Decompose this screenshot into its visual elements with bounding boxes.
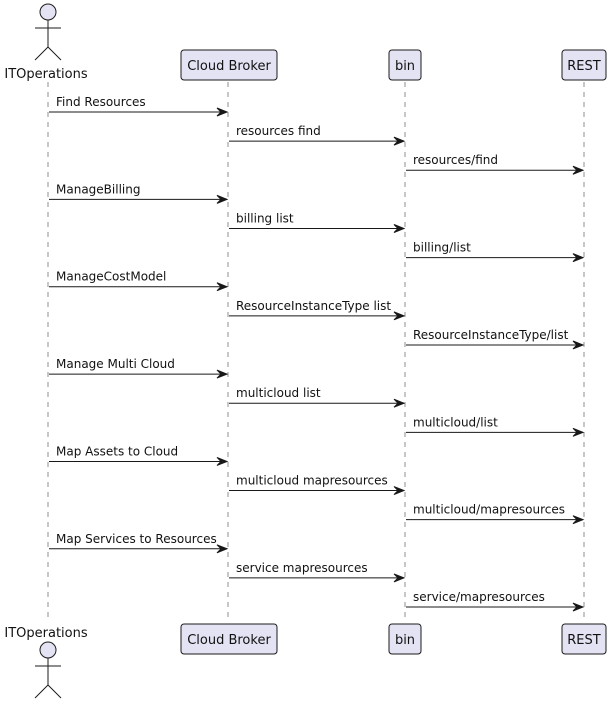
message-1: Find Resources	[49, 95, 229, 117]
message-5: billing list	[229, 211, 406, 233]
participant-box	[180, 49, 278, 81]
message-label: ResourceInstanceType/list	[413, 328, 569, 342]
message-10: Manage Multi Cloud	[49, 357, 229, 379]
message-label: multicloud/list	[413, 415, 498, 429]
lifelines	[47, 82, 585, 622]
arrowhead-icon	[572, 515, 585, 525]
actor-label-top: ITOperations	[4, 67, 87, 82]
arrowhead-icon	[393, 573, 406, 583]
message-11: multicloud list	[229, 386, 406, 408]
message-label: billing/list	[413, 241, 471, 255]
participant-label: Cloud Broker	[187, 633, 271, 648]
messages: Find Resources resources find resources/fi…	[49, 95, 585, 612]
message-label: service/mapresources	[413, 590, 545, 604]
participant-label: bin	[395, 633, 415, 648]
arrowhead-icon	[216, 456, 229, 466]
participant-rest-top: REST	[561, 49, 607, 81]
message-label: Manage Multi Cloud	[56, 357, 175, 371]
message-label: ResourceInstanceType list	[236, 299, 391, 313]
message-14: multicloud mapresources	[229, 474, 406, 496]
participant-box	[388, 49, 422, 81]
message-label: billing list	[236, 211, 294, 225]
top-participants: ITOperations Cloud Broker bin REST	[4, 3, 607, 82]
message-15: multicloud/mapresources	[406, 503, 585, 525]
participant-broker-top: Cloud Broker	[180, 49, 278, 81]
message-4: ManageBilling	[49, 182, 229, 204]
message-label: Find Resources	[56, 95, 146, 109]
message-label: resources/find	[413, 153, 498, 167]
participant-bin-top: bin	[388, 49, 422, 81]
arrowhead-icon	[393, 398, 406, 408]
message-18: service/mapresources	[406, 590, 585, 612]
participant-box	[388, 623, 422, 655]
arrowhead-icon	[393, 136, 406, 146]
message-8: ResourceInstanceType list	[229, 299, 406, 321]
message-label: resources find	[236, 124, 321, 138]
message-label: multicloud mapresources	[236, 474, 388, 488]
arrowhead-icon	[216, 107, 229, 117]
participant-box	[180, 623, 278, 655]
arrowhead-icon	[572, 602, 585, 612]
message-label: multicloud/mapresources	[413, 503, 565, 517]
arrowhead-icon	[216, 544, 229, 554]
arrowhead-icon	[572, 340, 585, 350]
actor-label-bottom: ITOperations	[4, 626, 87, 641]
message-13: Map Assets to Cloud	[49, 444, 229, 466]
message-9: ResourceInstanceType/list	[406, 328, 585, 350]
arrowhead-icon	[216, 282, 229, 292]
arrowhead-icon	[393, 486, 406, 496]
message-16: Map Services to Resources	[49, 532, 229, 554]
actor-icon-bottom	[34, 641, 62, 699]
message-6: billing/list	[406, 241, 585, 263]
arrowhead-icon	[216, 369, 229, 379]
participant-label: Cloud Broker	[187, 59, 271, 74]
arrowhead-icon	[572, 253, 585, 263]
message-label: Map Services to Resources	[56, 532, 217, 546]
participant-label: REST	[567, 633, 600, 648]
participant-broker-bottom: Cloud Broker	[180, 623, 278, 655]
message-label: ManageBilling	[56, 182, 140, 196]
message-label: Map Assets to Cloud	[56, 444, 178, 458]
message-12: multicloud/list	[406, 415, 585, 437]
participant-rest-bottom: REST	[561, 623, 607, 655]
actor-icon-top	[34, 3, 62, 61]
message-17: service mapresources	[229, 561, 406, 583]
participant-label: bin	[395, 59, 415, 74]
arrowhead-icon	[572, 165, 585, 175]
participant-box	[561, 623, 607, 655]
arrowhead-icon	[393, 224, 406, 233]
message-label: ManageCostModel	[56, 270, 166, 284]
arrowhead-icon	[393, 311, 406, 321]
message-3: resources/find	[406, 153, 585, 175]
participant-bin-bottom: bin	[388, 623, 422, 655]
message-2: resources find	[229, 124, 406, 146]
message-7: ManageCostModel	[49, 270, 229, 292]
message-label: multicloud list	[236, 386, 321, 400]
arrowhead-icon	[216, 194, 229, 204]
arrowhead-icon	[572, 427, 585, 437]
participant-box	[561, 49, 607, 81]
participant-label: REST	[567, 59, 600, 74]
bottom-participants: ITOperations Cloud Broker bin REST	[4, 623, 607, 699]
message-label: service mapresources	[236, 561, 368, 575]
